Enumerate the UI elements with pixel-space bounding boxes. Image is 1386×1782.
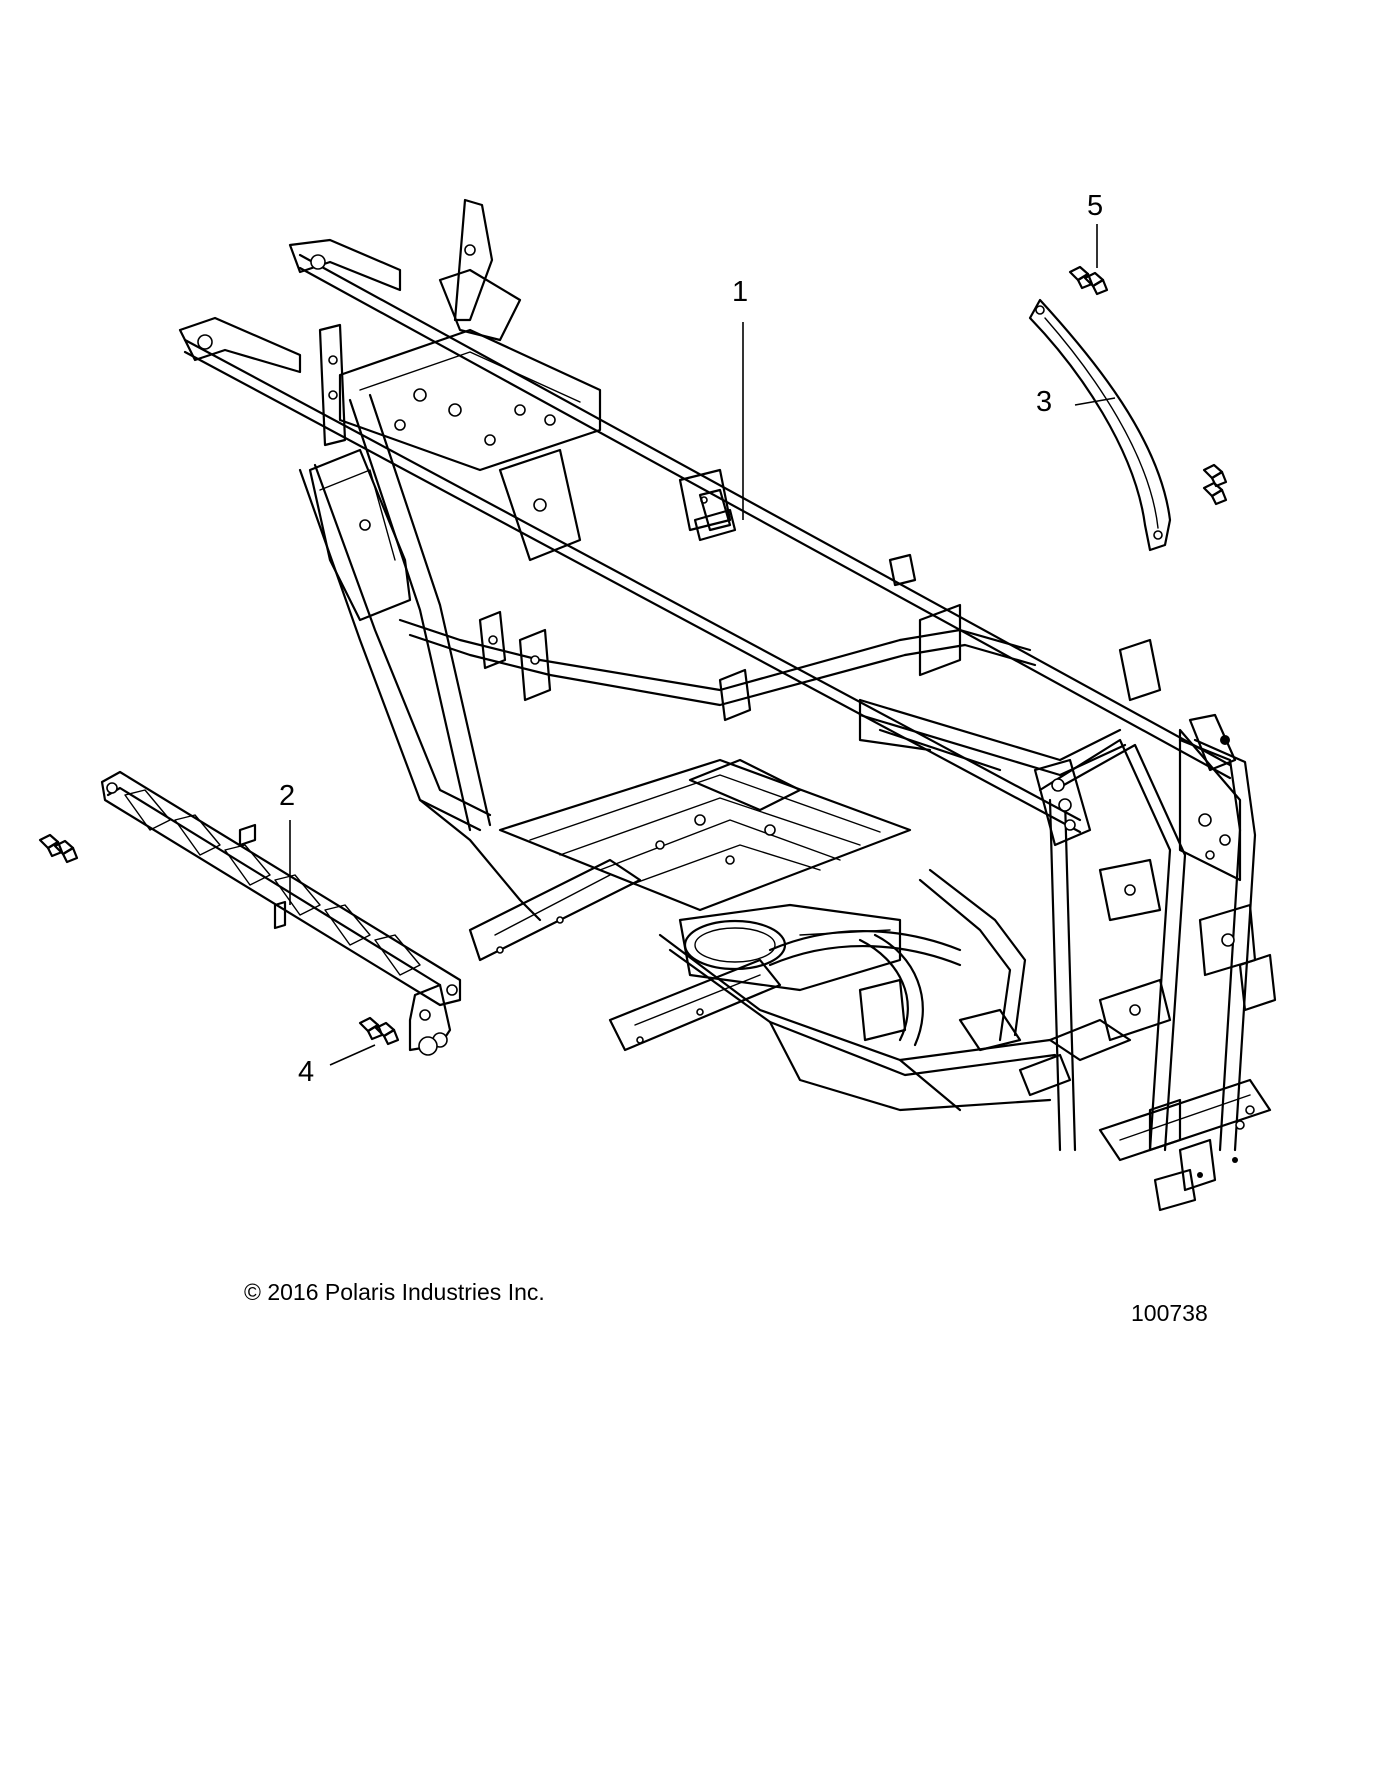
callout-2: 2 bbox=[279, 780, 296, 812]
side-rail-part-2 bbox=[100, 770, 462, 1056]
bolt-pair-right bbox=[1202, 463, 1228, 506]
callout-1: 1 bbox=[732, 276, 749, 308]
leader-line-4 bbox=[329, 1044, 376, 1066]
callout-3: 3 bbox=[1036, 386, 1053, 418]
bolt-pair-4 bbox=[358, 1016, 400, 1046]
bolt-pair-5-top bbox=[1068, 265, 1109, 296]
brace-part-3 bbox=[1028, 298, 1172, 552]
callout-4: 4 bbox=[298, 1056, 315, 1088]
callout-5: 5 bbox=[1087, 190, 1104, 222]
bolt-pair-left bbox=[38, 833, 79, 864]
leader-line-3 bbox=[1074, 397, 1116, 406]
figure-number: 100738 bbox=[1131, 1300, 1208, 1326]
copyright-text: © 2016 Polaris Industries Inc. bbox=[244, 1279, 545, 1305]
main-frame-part-1 bbox=[178, 198, 1277, 1212]
